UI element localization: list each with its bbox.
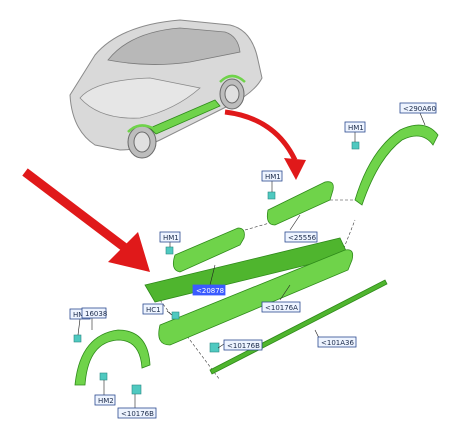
callout-290a60: <290A60: [399, 102, 437, 114]
leader-lines: [77, 112, 426, 408]
callout-20878: <20878: [192, 284, 226, 296]
callout-hc1: HC1: [142, 303, 164, 315]
callout-10176b-bottom: <10176B: [117, 407, 157, 419]
upper-sill-rear-part: [266, 181, 334, 226]
clip-10176b-mid: [209, 342, 220, 353]
label-hm1-top-right: HM1: [348, 124, 364, 132]
callout-101a36: <101A36: [317, 336, 357, 348]
front-wheel-arch-moulding: [74, 329, 151, 386]
thin-trim-strip: [209, 279, 388, 375]
arrow-head-curved: [284, 158, 306, 180]
label-hm1-left: HM1: [163, 234, 179, 242]
label-hm1-bottom-left: HM1: [73, 311, 89, 319]
clip-hm2: [99, 372, 108, 381]
clip-hm1-mid: [267, 191, 276, 200]
callout-16038: 16038: [81, 307, 107, 319]
rear-wheel-arch-moulding: [354, 124, 439, 206]
clip-hc1: [171, 311, 180, 320]
pointer-arrows: [22, 109, 306, 272]
label-hm2: HM2: [98, 397, 114, 405]
label-part-20878: <20878: [196, 287, 224, 295]
callout-25556: <25556: [284, 231, 318, 243]
callout-10176a: <10176A: [261, 301, 301, 313]
clip-hm1-top-right: [351, 141, 360, 150]
clip-10176b-bottom: [131, 384, 142, 395]
label-part-10176b-bottom: <10176B: [121, 410, 154, 418]
car-illustration: [69, 19, 263, 159]
label-part-290a60: <290A60: [403, 105, 436, 113]
label-part-101a36: <101A36: [321, 339, 354, 347]
car-sill-highlight: [149, 99, 221, 135]
callout-hm1-mid: HM1: [261, 170, 283, 182]
clips: [73, 141, 360, 395]
label-part-16038: 16038: [85, 310, 107, 318]
label-part-25556: <25556: [288, 234, 317, 242]
arrow-head-diagonal: [108, 232, 150, 272]
label-part-10176b-mid: <10176B: [227, 342, 260, 350]
upper-sill-front-part: [172, 227, 245, 273]
clip-hm1-bottom-left: [73, 334, 82, 343]
clip-hm1-left: [165, 246, 174, 255]
callout-hm2: HM2: [94, 394, 116, 406]
label-hc1: HC1: [146, 306, 161, 314]
label-hm1-mid: HM1: [265, 173, 281, 181]
callout-hm1-top-right: HM1: [344, 121, 366, 133]
callout-hm1-left: HM1: [159, 231, 181, 243]
side-sill-moulding: [158, 249, 354, 346]
label-part-10176a: <10176A: [265, 304, 298, 312]
callout-10176b-mid: <10176B: [223, 339, 263, 351]
